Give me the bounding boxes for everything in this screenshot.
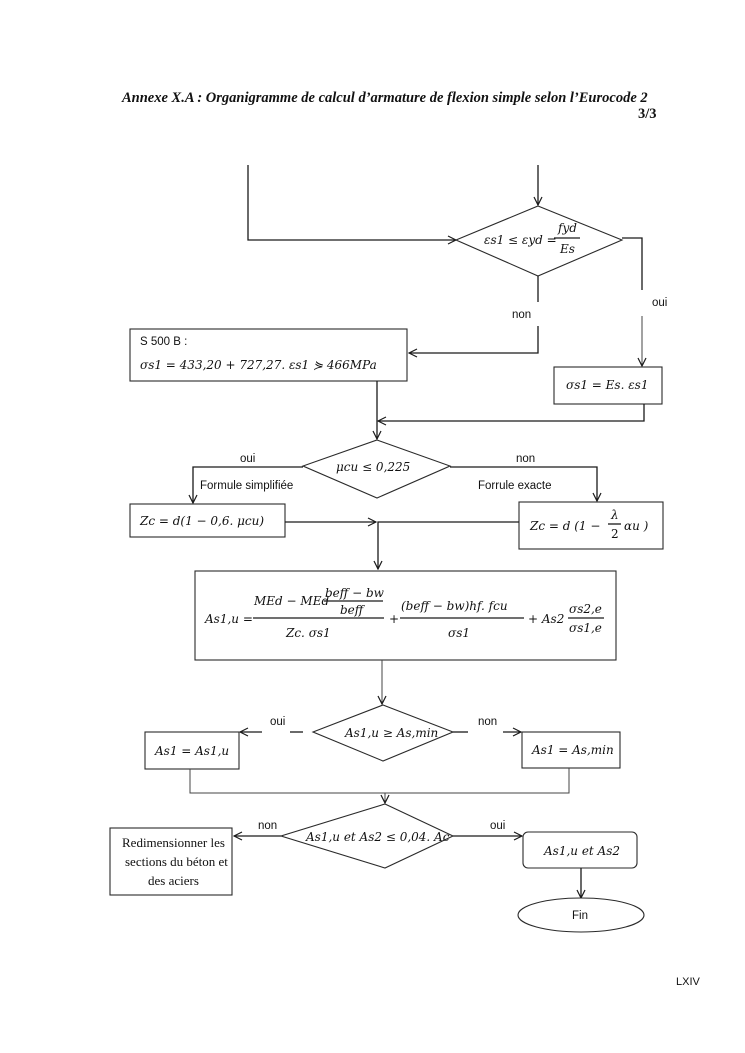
box-s500b bbox=[129, 328, 408, 382]
label-strain-yes: oui bbox=[652, 297, 667, 309]
decision-ac bbox=[279, 803, 455, 869]
decision-strain-den: Es bbox=[559, 242, 575, 256]
box-as1-eq-asmin-formula: As1 = As,min bbox=[531, 743, 614, 757]
label-simplified: Formule simplifiée bbox=[200, 480, 293, 492]
label-strain-no: non bbox=[512, 309, 531, 321]
box-as1u-t3-num: σs2,e bbox=[569, 602, 602, 616]
box-zc-simplified-formula: Zc = d(1 − 0,6. μcu) bbox=[139, 514, 264, 528]
box-as1u-t1-inner-num: beff − bw bbox=[325, 586, 385, 600]
decision-asmin-text: As1,u ≥ As,min bbox=[344, 726, 438, 740]
box-elastic-formula: σs1 = Es. εs1 bbox=[566, 378, 648, 392]
incoming-line-left bbox=[247, 165, 456, 240]
box-as1u-t1-den: Zc. σs1 bbox=[285, 626, 331, 640]
decision-strain-num: fyd bbox=[557, 221, 577, 235]
connector-mu-yes bbox=[193, 466, 303, 503]
box-zc-exact bbox=[518, 501, 664, 550]
page-number: LXIV bbox=[676, 976, 700, 988]
box-as1u-t2-den: σs1 bbox=[448, 626, 470, 640]
label-exact: Forrule exacte bbox=[478, 480, 552, 492]
box-as1u-plus: + bbox=[389, 612, 399, 626]
connector-elastic-merge bbox=[378, 404, 645, 421]
decision-ac-text: As1,u et As2 ≤ 0,04. Ac bbox=[305, 830, 450, 844]
box-zc-exact-num: λ bbox=[610, 508, 619, 522]
connector-zc-exact bbox=[378, 521, 519, 569]
box-as1u-t1-inner-den: beff bbox=[340, 603, 366, 617]
box-as1u bbox=[194, 570, 617, 661]
box-elastic bbox=[553, 366, 663, 405]
terminal-end bbox=[517, 897, 645, 933]
decision-strain-lhs: εs1 ≤ εyd = bbox=[484, 233, 557, 247]
box-s500b-formula: σs1 = 433,20 + 727,27. εs1 ⋟ 466MPa bbox=[140, 358, 377, 372]
box-result-formula: As1,u et As2 bbox=[543, 844, 620, 858]
connector-strain-no-lower bbox=[409, 326, 539, 353]
box-s500b-title: S 500 B : bbox=[140, 336, 187, 348]
box-as1-eq-as1u-formula: As1 = As1,u bbox=[154, 744, 229, 758]
page-title: Annexe X.A : Organigramme de calcul d’ar… bbox=[122, 90, 648, 106]
box-redimension-line2: sections du béton et bbox=[125, 854, 228, 869]
box-result bbox=[522, 831, 638, 869]
decision-mu bbox=[301, 439, 452, 499]
box-redimension bbox=[109, 827, 233, 896]
connector-mu-no bbox=[450, 466, 597, 501]
terminal-end-label: Fin bbox=[572, 910, 588, 922]
box-zc-exact-lhs: Zc = d (1 − bbox=[529, 519, 600, 533]
box-redimension-line1: Redimensionner les bbox=[122, 835, 225, 850]
page-fraction: 3/3 bbox=[638, 106, 657, 122]
decision-asmin bbox=[311, 704, 455, 762]
box-zc-exact-den: 2 bbox=[611, 527, 619, 541]
box-as1u-t3: + As2 bbox=[528, 612, 564, 626]
box-as1-eq-as1u bbox=[144, 731, 240, 770]
decision-mu-text: μcu ≤ 0,225 bbox=[336, 460, 410, 474]
label-mu-no: non bbox=[516, 453, 535, 465]
box-zc-simplified bbox=[129, 503, 286, 538]
label-asmin-yes: oui bbox=[270, 716, 285, 728]
box-as1-eq-asmin bbox=[521, 731, 621, 769]
label-asmin-no: non bbox=[478, 716, 497, 728]
box-as1u-lhs: As1,u = bbox=[204, 612, 253, 626]
label-ac-no: non bbox=[258, 820, 277, 832]
label-ac-yes: oui bbox=[490, 820, 505, 832]
box-as1u-t2-num: (beff − bw)hf. fcu bbox=[401, 599, 508, 613]
box-as1u-t1-num: MEd − MEd bbox=[253, 594, 329, 608]
connector-strain-yes bbox=[622, 237, 643, 290]
box-redimension-line3: des aciers bbox=[148, 873, 199, 888]
box-zc-exact-rhs: αu ) bbox=[624, 519, 649, 533]
connector-merge-bottom bbox=[189, 768, 570, 794]
label-mu-yes: oui bbox=[240, 453, 255, 465]
box-as1u-t3-den: σs1,e bbox=[569, 621, 602, 635]
